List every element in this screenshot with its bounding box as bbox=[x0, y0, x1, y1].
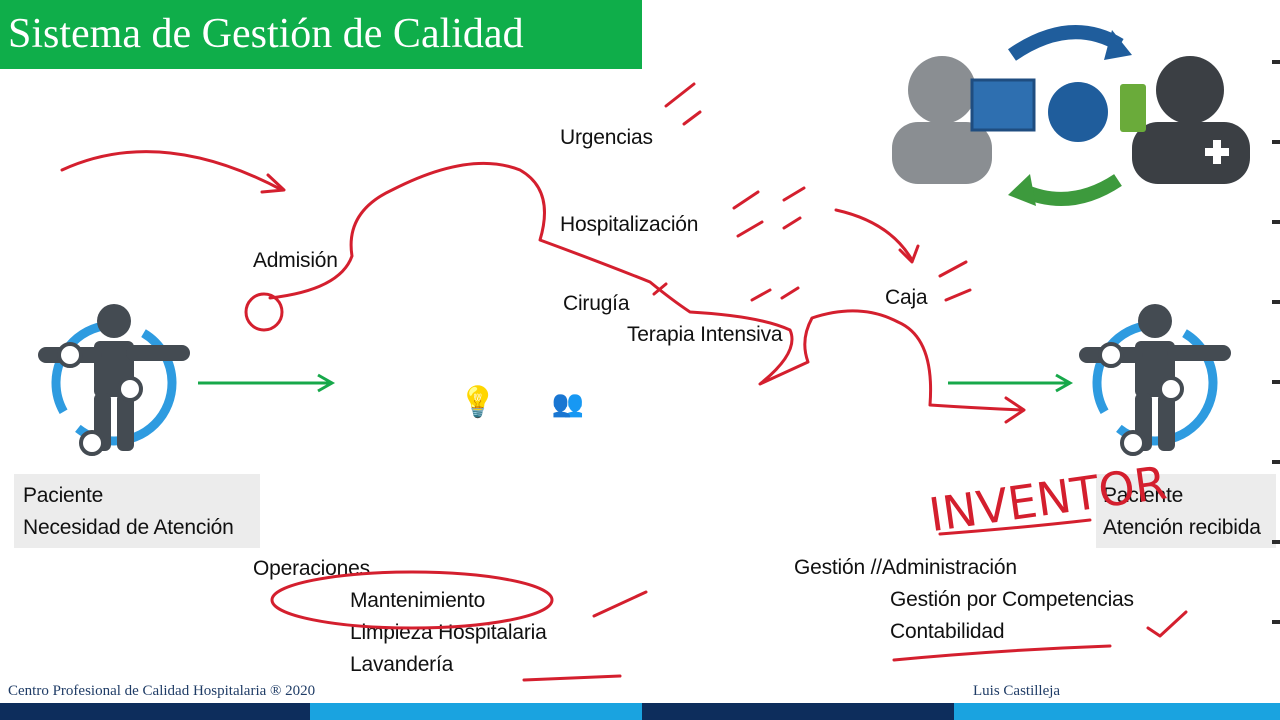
phone-icon bbox=[1120, 84, 1146, 132]
label-gestion-competencias: Gestión por Competencias bbox=[890, 588, 1134, 611]
magnifier-icon bbox=[479, 282, 503, 306]
footer-band-2 bbox=[310, 703, 642, 720]
checkmark-icon bbox=[819, 355, 847, 379]
label-mantenimiento: Mantenimiento bbox=[350, 589, 486, 612]
patient-avatar-icon bbox=[908, 56, 976, 124]
page-title: Sistema de Gestión de Calidad bbox=[8, 11, 524, 57]
label-cirugia: Cirugía bbox=[563, 292, 630, 315]
patient-out-box: Paciente Atención recibida bbox=[1096, 474, 1276, 548]
doctor-patient-illustration bbox=[892, 25, 1250, 206]
title-bar: Sistema de Gestión de Calidad bbox=[0, 0, 642, 69]
truck-icon bbox=[407, 298, 437, 312]
clock-icon bbox=[433, 292, 457, 316]
green-arrow-icon bbox=[1008, 174, 1036, 206]
label-caja: Caja bbox=[885, 286, 928, 309]
pie-chart-icon bbox=[873, 404, 893, 424]
label-lavanderia: Lavandería bbox=[350, 653, 454, 676]
user-money-icon bbox=[474, 471, 492, 489]
patient-in-line2: Necesidad de Atención bbox=[23, 516, 234, 539]
cart-icon bbox=[411, 218, 433, 240]
patient-in-line1: Paciente bbox=[23, 484, 104, 507]
gear-admision bbox=[366, 181, 540, 355]
label-admision: Admisión bbox=[253, 249, 338, 272]
patient-out-icon bbox=[1079, 304, 1231, 454]
team-icon: 👥 bbox=[552, 389, 584, 419]
label-hospitalizacion: Hospitalización bbox=[560, 213, 699, 236]
gear-people-icon bbox=[753, 510, 775, 532]
patient-out-line2: Atención recibida bbox=[1103, 516, 1261, 539]
label-operaciones: Operaciones bbox=[253, 557, 370, 580]
stethoscope-icon bbox=[1048, 82, 1108, 142]
label-contabilidad: Contabilidad bbox=[890, 620, 1005, 643]
gear-gestion: $ bbox=[620, 383, 828, 591]
green-arrows bbox=[198, 373, 1074, 393]
monitor-icon bbox=[970, 78, 1036, 132]
footer-left: Centro Profesional de Calidad Hospitalar… bbox=[8, 683, 316, 699]
lightbulb-icon: 💡 bbox=[459, 384, 496, 420]
gear-operaciones: 💡 👥 bbox=[415, 338, 631, 554]
blue-arrow-icon bbox=[1104, 30, 1132, 60]
doctor-avatar-icon bbox=[1156, 56, 1224, 124]
idea-icon bbox=[870, 355, 892, 377]
clipboard-icon bbox=[473, 211, 497, 241]
red-ink-annotations bbox=[60, 82, 1188, 682]
patient-out-line1: Paciente bbox=[1103, 484, 1184, 507]
label-urgencias: Urgencias bbox=[560, 126, 653, 149]
handshake-icon bbox=[683, 524, 701, 542]
footer-right: Luis Castilleja bbox=[973, 683, 1061, 699]
dollar-icon: $ bbox=[669, 438, 691, 478]
settings-icon bbox=[825, 412, 841, 428]
footer-band-4 bbox=[954, 703, 1280, 720]
presentation-icon bbox=[551, 466, 581, 488]
teacher-icon bbox=[738, 433, 770, 457]
footer-band-3 bbox=[642, 703, 954, 720]
right-edge-marks bbox=[1272, 60, 1280, 624]
patient-in-box: Paciente Necesidad de Atención bbox=[14, 474, 260, 548]
label-gestion-administracion: Gestión //Administración bbox=[794, 556, 1017, 579]
patient-in-icon bbox=[38, 304, 190, 454]
label-terapia-intensiva: Terapia Intensiva bbox=[627, 323, 783, 346]
footer-band-1 bbox=[0, 703, 310, 720]
annotation-text: INVENTOR bbox=[926, 455, 1170, 542]
